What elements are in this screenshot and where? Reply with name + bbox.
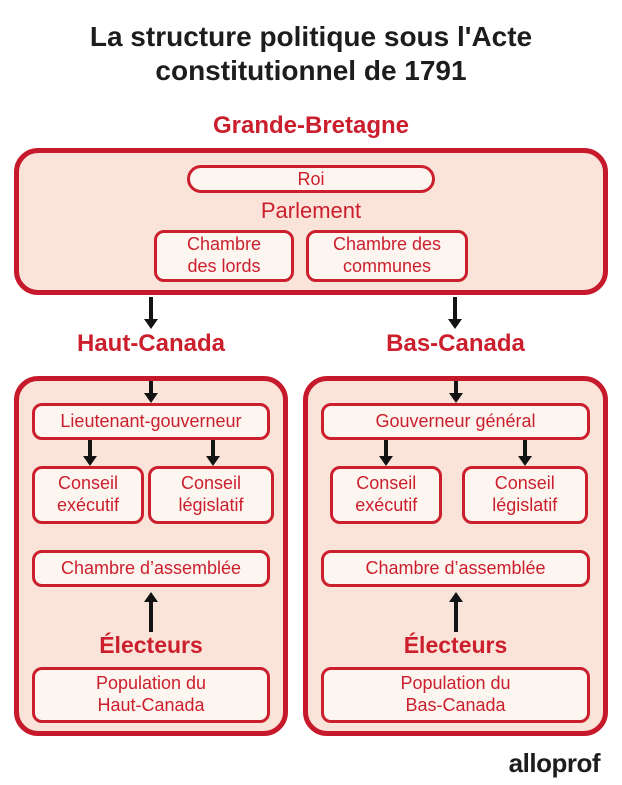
chambre-des-communes-box: Chambre des communes [306,230,468,282]
lieutenant-gouverneur-box: Lieutenant-gouverneur [32,403,270,440]
population-haut-canada-box: Population du Haut-Canada [32,666,270,723]
councils-row: Conseil exécutif Conseil législatif [28,466,274,524]
conseil-legislatif-box: Conseil législatif [461,466,588,524]
conseil-executif-box: Conseil exécutif [330,466,443,524]
chambre-assemblee-box: Chambre d’assemblée [321,550,590,587]
haut-canada-panel: Lieutenant-gouverneur Conseil exécutif C… [14,376,288,736]
arrow-into-lieutenant-gouverneur [143,381,159,403]
arrow-britain-to-haut-canada [143,297,159,329]
chambre-assemblee-box: Chambre d’assemblée [32,550,270,587]
bas-canada-panel: Gouverneur général Conseil exécutif Cons… [303,376,608,736]
roi-box: Roi [187,165,435,193]
population-bas-canada-box: Population du Bas-Canada [321,666,590,723]
electeurs-label: Électeurs [403,632,508,658]
arrow-electeurs-to-assemblee [143,592,159,632]
gouverneur-general-box: Gouverneur général [321,403,590,440]
arrow-governor-to-conseil-legislatif [205,440,221,466]
conseil-executif-box: Conseil exécutif [32,466,144,524]
conseil-legislatif-box: Conseil législatif [148,466,274,524]
councils-row: Conseil exécutif Conseil législatif [317,466,594,524]
heading-bas-canada: Bas-Canada [386,330,525,357]
arrow-electeurs-to-assemblee [448,592,464,632]
chambre-des-lords-box: Chambre des lords [154,230,294,282]
electeurs-label: Électeurs [99,632,203,658]
heading-haut-canada: Haut-Canada [76,330,226,357]
chambers-row: Chambre des lords Chambre des communes [154,230,468,282]
arrow-governor-to-conseil-executif [82,440,98,466]
arrow-governor-to-conseil-executif [378,440,394,466]
page-title: La structure politique sous l'Acte const… [89,21,533,87]
council-arrows-row [28,440,274,466]
arrow-governor-to-conseil-legislatif [517,440,533,466]
council-arrows-row [317,440,594,466]
arrow-britain-to-bas-canada [447,297,463,329]
arrow-into-gouverneur-general [448,381,464,403]
alloprof-logo: alloprof [508,748,601,778]
heading-grande-bretagne: Grande-Bretagne [212,112,410,139]
britain-panel: Roi Parlement Chambre des lords Chambre … [14,148,608,295]
parlement-label: Parlement [260,198,362,223]
